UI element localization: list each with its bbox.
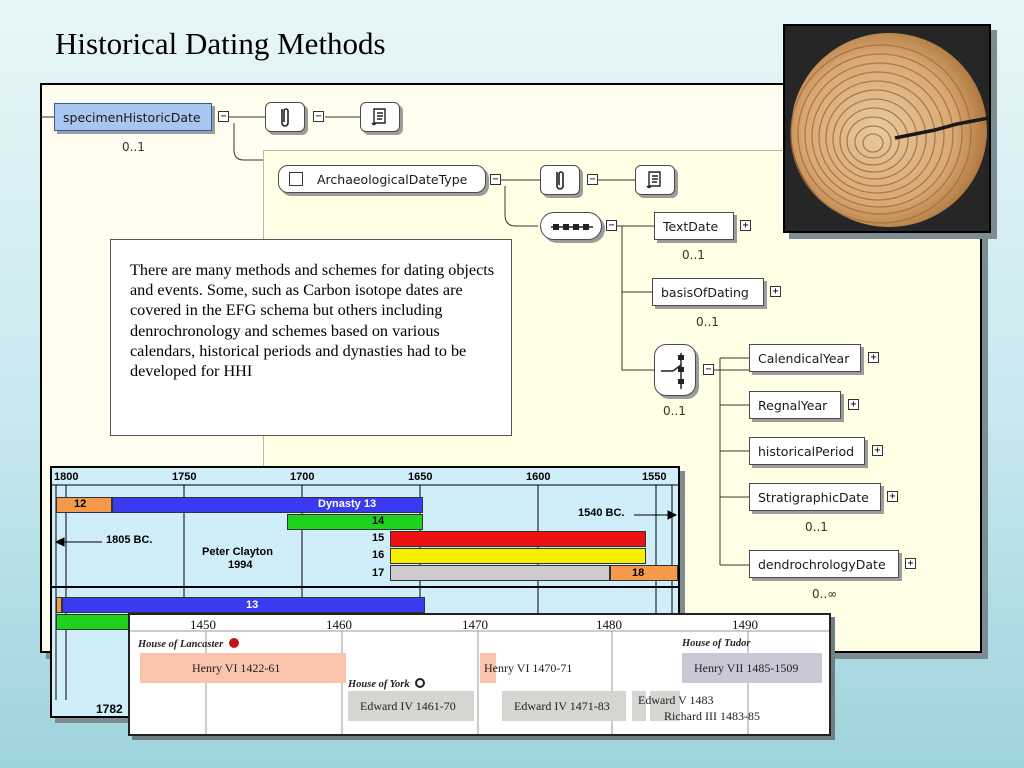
english-reigns-chart: 1450 1460 1470 1480 1490 House of Lancas… [128, 613, 831, 736]
axis-year-1650: 1650 [408, 471, 433, 483]
text-date-element[interactable]: TextDate [654, 212, 734, 240]
expand-icon[interactable]: + [770, 286, 781, 297]
regnal-year-element[interactable]: RegnalYear [749, 391, 841, 419]
henry-vii-reign: Henry VII 1485-1509 [682, 653, 822, 683]
axis-year-1700: 1700 [290, 471, 315, 483]
edward-iv-second-reign: Edward IV 1471-83 [502, 691, 626, 721]
edward-v-reign [632, 691, 646, 721]
expand-icon[interactable]: + [868, 352, 879, 363]
expand-icon[interactable]: + [740, 220, 751, 231]
henry-vi-second-label: Henry VI 1470-71 [484, 661, 573, 675]
expand-icon[interactable]: + [848, 399, 859, 410]
collapse-icon[interactable]: − [313, 111, 324, 122]
richard-iii-reign [650, 691, 680, 721]
axis-year-1460: 1460 [326, 617, 352, 632]
dynasty-13-bar [112, 497, 423, 513]
collapse-icon[interactable]: − [606, 220, 617, 231]
dynasty-16-label: 16 [372, 549, 385, 561]
author-year-label: 1994 [228, 559, 253, 571]
bottom-year-label: 1782 [96, 702, 123, 716]
dynasty-13-bar-lower [62, 597, 425, 613]
dynasty-14-bar [287, 514, 423, 530]
end-date-label: 1540 BC. [578, 507, 625, 519]
dynasty-13-label: Dynasty 13 [318, 498, 377, 510]
dynasty-14-label: 14 [372, 515, 385, 527]
description-text-box: There are many methods and schemes for d… [110, 239, 512, 436]
axis-year-1550: 1550 [642, 471, 667, 483]
axis-year-1490: 1490 [732, 617, 758, 632]
collapse-icon[interactable]: − [703, 364, 714, 375]
axis-year-1750: 1750 [172, 471, 197, 483]
dynasty-12-label: 12 [74, 498, 87, 510]
calendical-year-element[interactable]: CalendicalYear [749, 344, 861, 372]
choice-cardinality: 0..1 [663, 404, 686, 418]
documentation-icon[interactable] [360, 102, 400, 132]
dynasty-14-bar-lower [56, 614, 132, 630]
edward-iv-first-label: Edward IV 1461-70 [360, 698, 456, 713]
complex-type-icon [289, 172, 303, 186]
dynasty-17-bar [390, 565, 610, 581]
basis-cardinality: 0..1 [696, 315, 719, 329]
root-cardinality: 0..1 [122, 140, 145, 154]
stratigraphic-cardinality: 0..1 [805, 520, 828, 534]
axis-year-1800: 1800 [54, 471, 79, 483]
dendrochrology-date-element[interactable]: dendrochrologyDate [749, 550, 899, 578]
tree-ring-image [785, 26, 989, 231]
axis-year-1480: 1480 [596, 617, 622, 632]
collapse-icon[interactable]: − [587, 174, 598, 185]
white-rose-icon [415, 678, 426, 688]
annotation-icon[interactable] [265, 102, 305, 132]
basis-of-dating-element[interactable]: basisOfDating [652, 278, 764, 306]
choice-compositor-icon[interactable] [654, 344, 696, 396]
historical-period-element[interactable]: historicalPeriod [749, 437, 865, 465]
documentation-icon[interactable] [635, 165, 675, 195]
henry-vi-first-label: Henry VI 1422-61 [192, 660, 281, 675]
text-date-cardinality: 0..1 [682, 248, 705, 262]
stratigraphic-date-element[interactable]: StratigraphicDate [749, 483, 881, 511]
edward-iv-first-reign: Edward IV 1461-70 [348, 691, 474, 721]
dynasty-12-bar-lower [56, 597, 62, 613]
dynasty-16-bar [390, 548, 646, 564]
axis-year-1600: 1600 [526, 471, 551, 483]
expand-icon[interactable]: + [872, 445, 883, 456]
dynasty-13-lower-label: 13 [246, 599, 259, 611]
richard-iii-label: Richard III 1483-85 [664, 709, 760, 723]
house-lancaster-label: House of Lancaster [138, 638, 239, 650]
henry-vi-second-reign [480, 653, 496, 683]
dendrochrology-cardinality: 0..∞ [812, 587, 838, 601]
edward-iv-second-label: Edward IV 1471-83 [514, 698, 610, 713]
expand-icon[interactable]: + [905, 558, 916, 569]
dynasty-18-label: 18 [632, 567, 645, 579]
dynasty-12-bar [56, 497, 112, 513]
edward-v-label: Edward V 1483 [638, 693, 714, 707]
start-date-label: 1805 BC. [106, 534, 153, 546]
type-label: ArchaeologicalDateType [317, 171, 468, 187]
dynasty-17-label: 17 [372, 567, 385, 579]
collapse-icon[interactable]: − [218, 111, 229, 122]
schema-root-element[interactable]: specimenHistoricDate [54, 103, 212, 131]
dynasty-15-bar [390, 531, 646, 547]
house-york-label: House of York [348, 678, 426, 690]
archaeological-date-type-node[interactable]: ArchaeologicalDateType [278, 165, 486, 193]
henry-vii-label: Henry VII 1485-1509 [694, 660, 799, 675]
sequence-compositor-icon[interactable] [540, 212, 602, 240]
henry-vi-first-reign: Henry VI 1422-61 [140, 653, 346, 683]
axis-year-1450: 1450 [190, 617, 216, 632]
annotation-icon[interactable] [540, 165, 580, 195]
author-label: Peter Clayton [202, 546, 273, 558]
house-tudor-label: House of Tudor [682, 638, 751, 649]
dynasty-15-label: 15 [372, 532, 385, 544]
slide-title: Historical Dating Methods [55, 26, 386, 61]
dynasty-18-bar [610, 565, 678, 581]
tree-ring-photo [783, 24, 991, 233]
red-rose-icon [228, 638, 239, 648]
axis-year-1470: 1470 [462, 617, 488, 632]
expand-icon[interactable]: + [887, 491, 898, 502]
collapse-icon[interactable]: − [490, 174, 501, 185]
